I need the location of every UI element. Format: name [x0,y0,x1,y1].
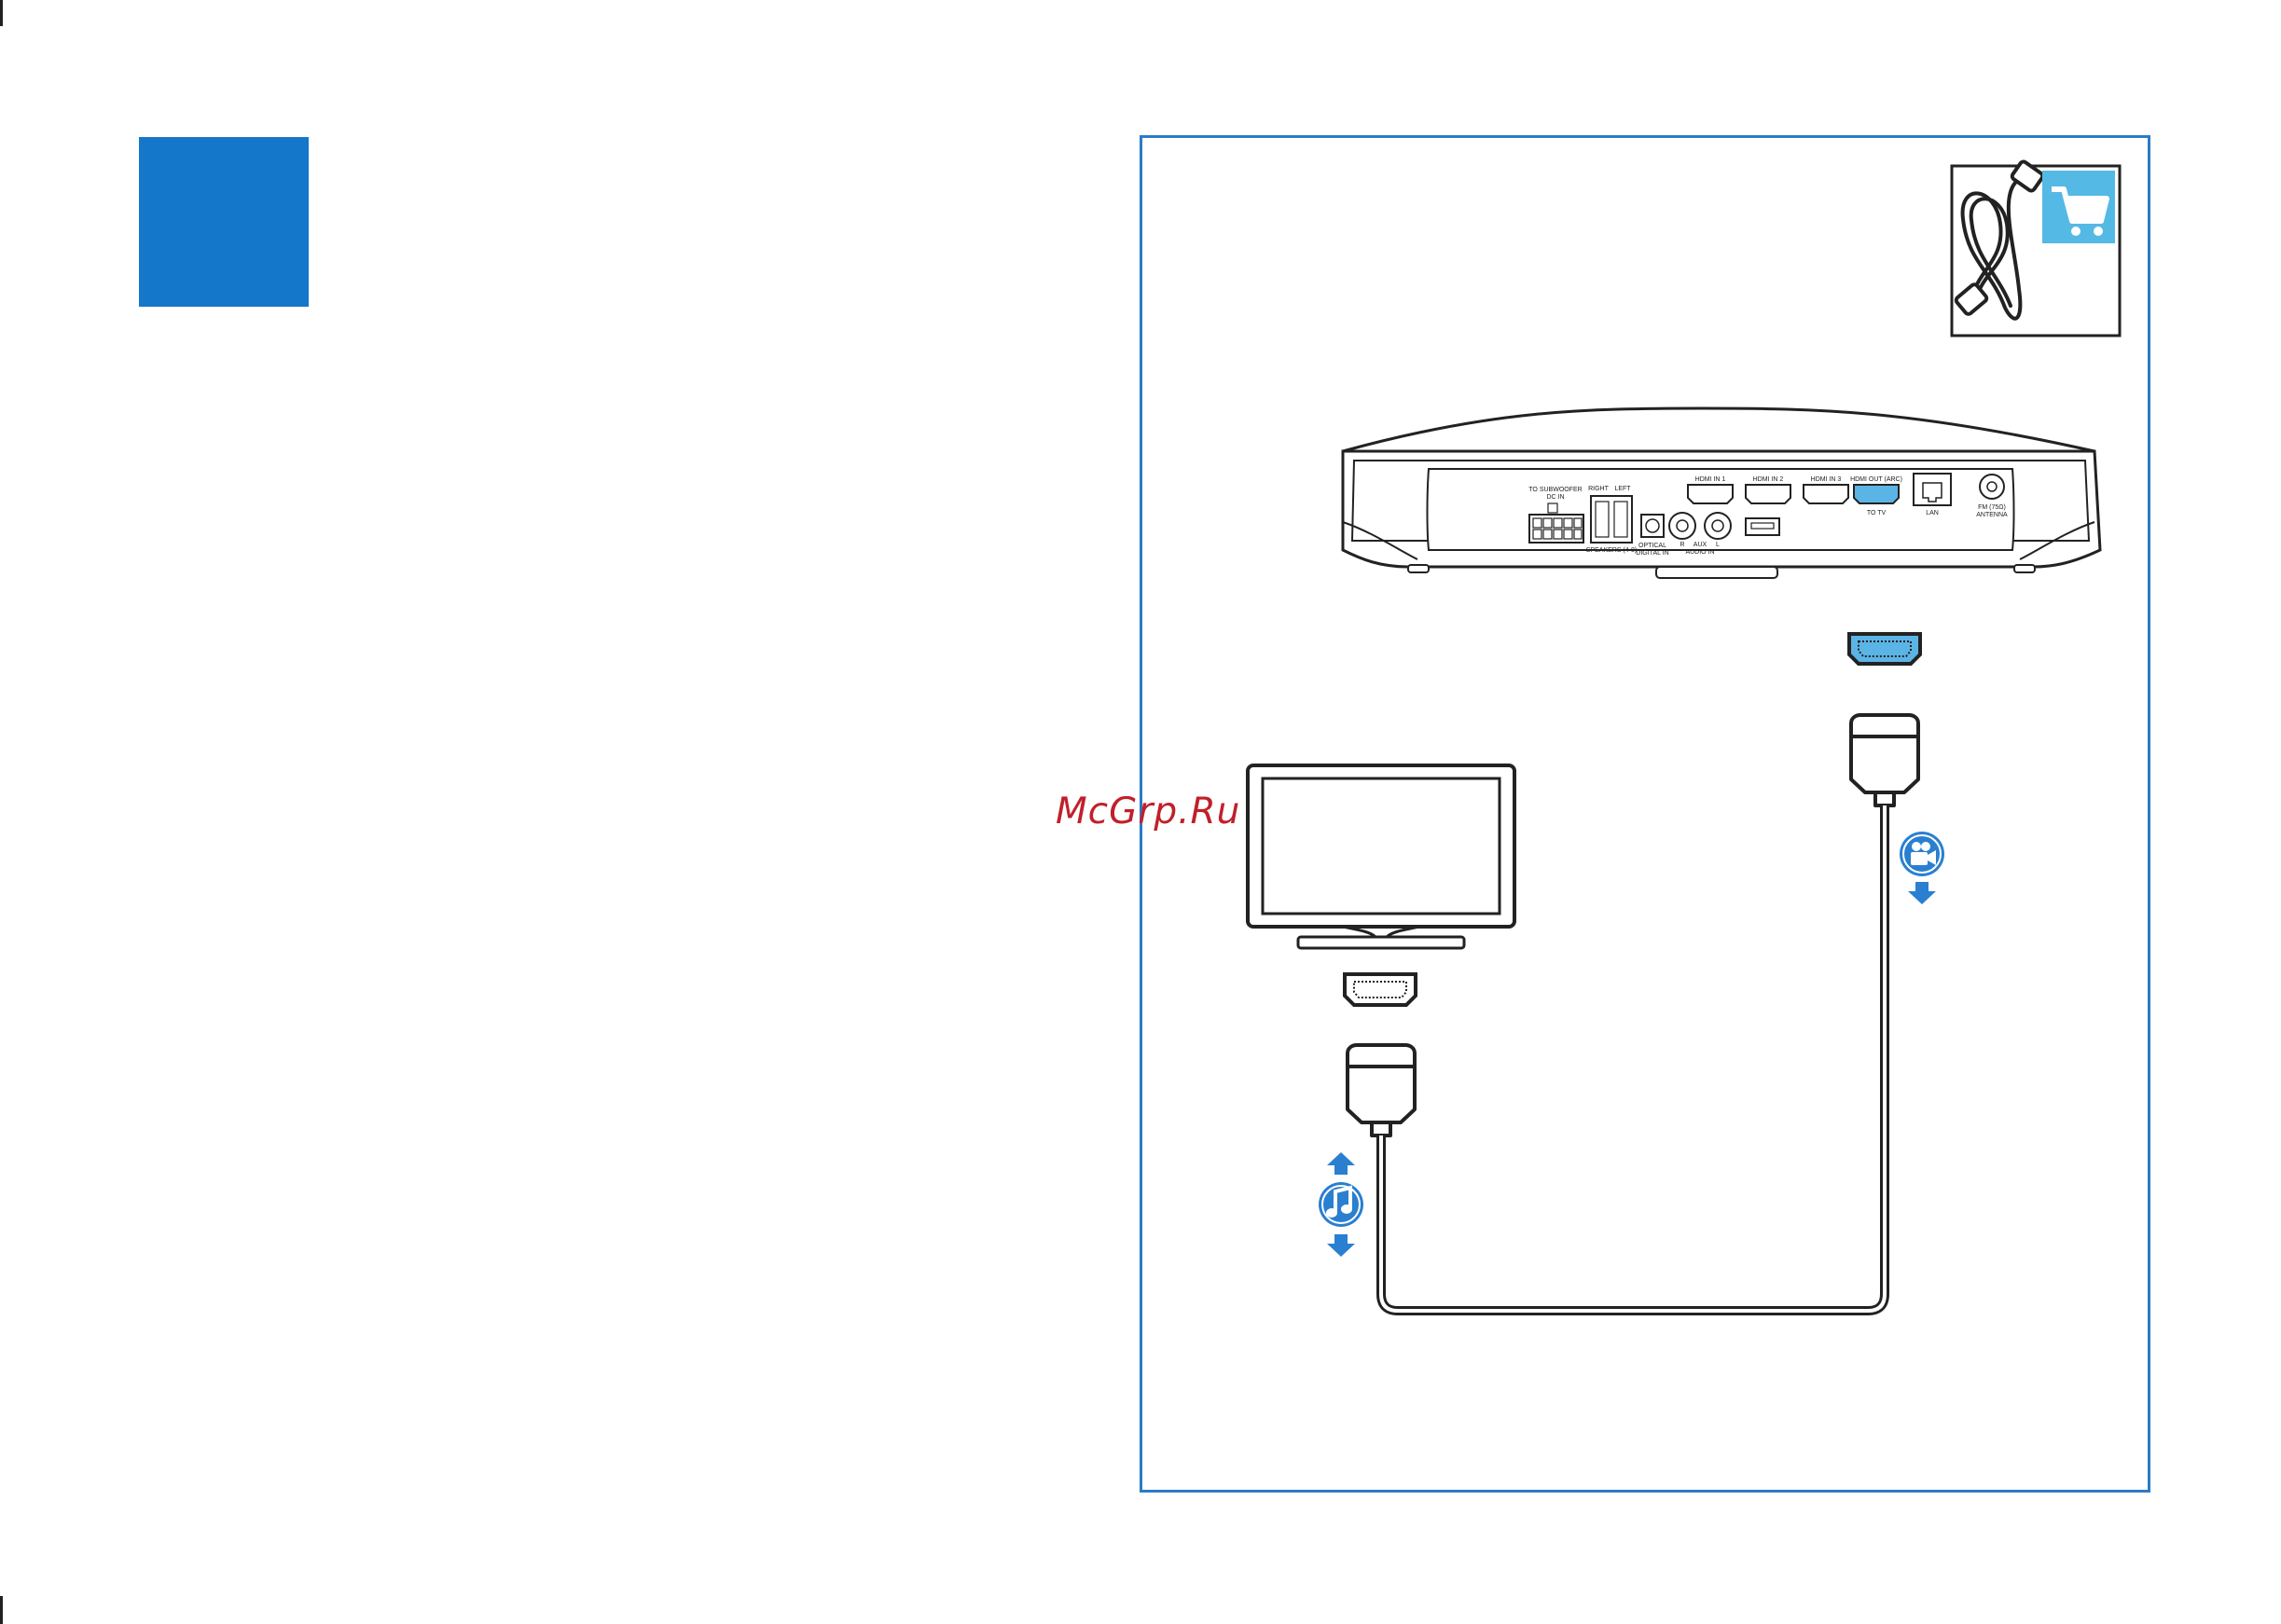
usb-port [1746,518,1779,535]
label-hdmi-in-3: HDMI IN 3 [1811,476,1842,483]
antenna-port [1980,475,2004,499]
label-hdmi-in-2: HDMI IN 2 [1753,476,1784,483]
label-aux-r: R [1680,542,1684,548]
label-aux: AUX [1693,542,1707,548]
accessory-box [1952,160,2120,336]
hdmi-in-ports [1688,485,1848,503]
watermark-text: McGrp.Ru [1056,791,1240,833]
lan-port [1914,474,1951,505]
label-to-tv: TO TV [1867,510,1887,516]
hdmi-socket-tv-icon [1345,974,1416,1005]
hdmi-plug-tv-icon [1348,1045,1415,1135]
label-speakers: SPEAKERS (4-8) [1586,547,1637,554]
video-camera-icon [1900,832,1944,876]
hdmi-out-port [1854,485,1899,503]
down-arrow-icon [1908,882,1936,904]
label-lan: LAN [1926,510,1939,516]
optical-port [1641,515,1664,537]
hdmi-plug-unit-icon [1851,715,1918,805]
label-left: LEFT [1614,486,1631,492]
tv-icon [1248,765,1514,948]
music-note-icon [1319,1182,1363,1227]
hdmi-socket-unit-icon [1849,634,1920,664]
shopping-cart-icon [2042,171,2115,243]
label-aux-l: L [1716,542,1720,548]
label-hdmi-in-1: HDMI IN 1 [1695,476,1726,483]
up-arrow-icon [1327,1152,1355,1175]
down-arrow-icon [1327,1234,1355,1257]
speaker-ports [1591,496,1632,543]
label-right: RIGHT [1588,486,1610,492]
label-hdmi-out: HDMI OUT (ARC) [1850,476,1902,483]
label-antenna: FM (75Ω)ANTENNA [1976,504,2008,518]
label-audio-in: AUDIO IN [1685,549,1714,556]
